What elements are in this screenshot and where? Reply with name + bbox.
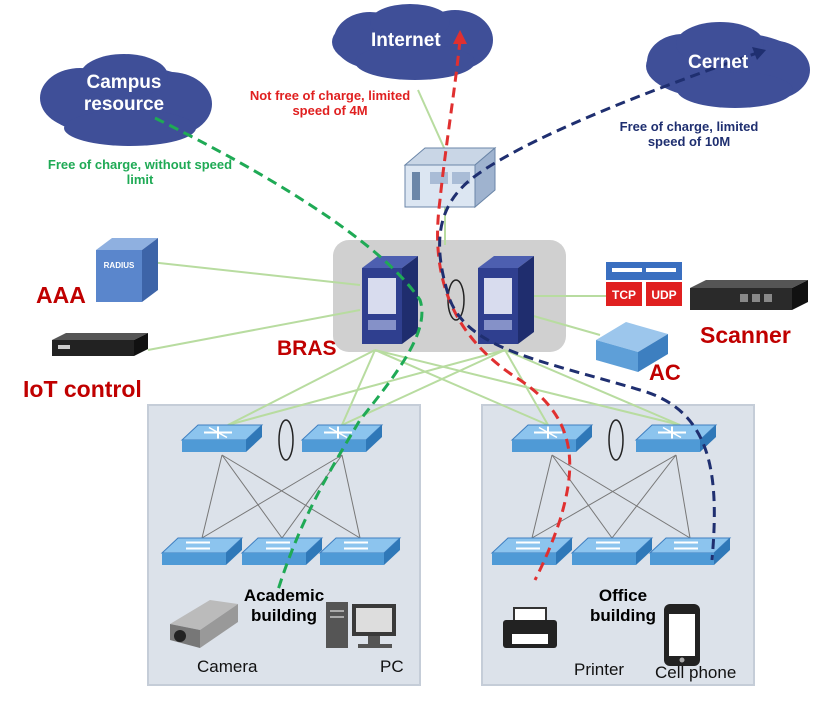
green-links	[147, 89, 681, 426]
cernet-cloud-label: Cernet	[688, 52, 749, 73]
bras-label: BRAS	[277, 337, 337, 360]
academic-building-label: Academic building	[243, 586, 325, 625]
firewall-icon	[403, 146, 497, 209]
free-path-campus	[154, 116, 424, 591]
radius-server-icon: RADIUS	[96, 238, 158, 302]
ac-label: AC	[649, 360, 681, 385]
office-access-switch-3-icon	[648, 537, 732, 565]
radius-badge: RADIUS	[104, 261, 135, 270]
academic-access-switch-2-icon	[240, 537, 324, 565]
printer-label: Printer	[574, 660, 625, 679]
udp-label: UDP	[651, 288, 676, 302]
internet-arrowhead	[453, 30, 467, 44]
scanner-label: Scanner	[700, 322, 791, 348]
cernet-note: Free of charge, limited speed of 10M	[619, 119, 759, 149]
campus-cloud-label: Campus resource	[83, 72, 165, 115]
scanner-device-icon	[690, 280, 808, 310]
internet-note: Not free of charge, limited speed of 4M	[249, 88, 411, 118]
pc-label: PC	[380, 657, 404, 676]
internet-cloud-label: Internet	[371, 30, 441, 51]
cell-phone-label: Cell phone	[655, 663, 737, 682]
access-mesh	[201, 454, 691, 539]
office-access-switch-2-icon	[570, 537, 654, 565]
tcp-label: TCP	[612, 288, 636, 302]
office-building-label: Office building	[589, 586, 657, 625]
academic-access-switch-1-icon	[160, 537, 244, 565]
academic-core-switch-right-icon	[300, 424, 384, 452]
office-core-switch-right-icon	[634, 424, 718, 452]
office-core-switch-left-icon	[510, 424, 594, 452]
iot-control-label: IoT control	[23, 376, 142, 402]
cernet-cloud	[646, 22, 810, 108]
cell-phone-icon	[664, 604, 700, 666]
camera-label: Camera	[197, 657, 258, 676]
printer-icon	[503, 607, 557, 648]
office-access-switch-1-icon	[490, 537, 574, 565]
packet-header-icon: TCP UDP	[606, 262, 682, 306]
academic-access-switch-3-icon	[318, 537, 402, 565]
ac-device-icon	[596, 322, 668, 372]
academic-core-switch-left-icon	[180, 424, 264, 452]
academic-core-ring	[278, 419, 294, 461]
iot-controller-icon	[52, 333, 148, 356]
office-core-ring	[608, 419, 624, 461]
bras-server-left-icon	[362, 256, 418, 344]
cernet-path	[438, 50, 761, 561]
camera-icon	[170, 600, 238, 648]
campus-resource-cloud	[40, 54, 212, 146]
switch-layer	[160, 424, 732, 565]
paid-path-internet	[436, 39, 572, 581]
cernet-arrowhead	[752, 47, 766, 60]
campus-note: Free of charge, without speed limit	[47, 157, 233, 187]
bras-server-right-icon	[478, 256, 534, 344]
pc-icon	[326, 602, 396, 648]
aaa-label: AAA	[36, 282, 86, 308]
